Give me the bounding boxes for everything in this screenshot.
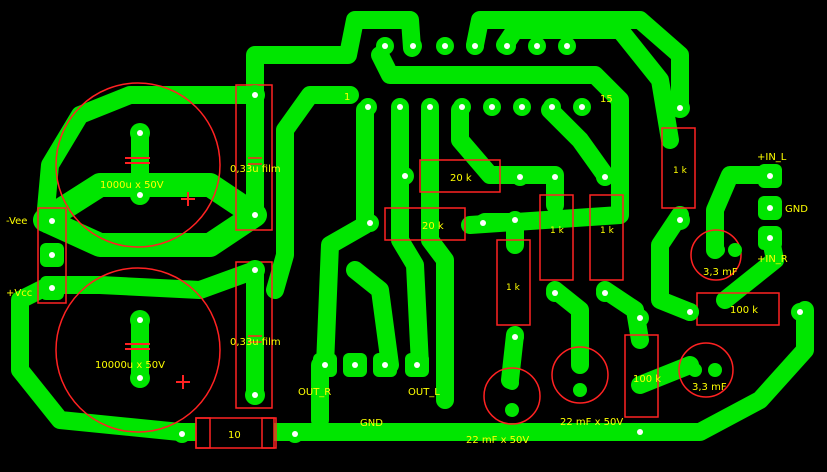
cap-outline — [55, 267, 221, 433]
label-r-1k-a: 1 k — [673, 166, 688, 176]
silkscreen-layer — [37, 82, 780, 449]
label-vee: -Vee — [6, 216, 27, 227]
label-r-1k-d: 1 k — [506, 283, 521, 293]
label-out-l: OUT_L — [408, 387, 440, 398]
label-r-100k-b: 100 k — [633, 374, 661, 385]
label-gnd-right: GND — [785, 204, 808, 215]
label-vcc: +Vcc — [6, 288, 32, 299]
cap-outline — [55, 82, 221, 248]
label-film-top: 0,33u film — [230, 164, 281, 175]
label-cap-top: 1000u x 50V — [100, 180, 164, 191]
label-pin15: 15 — [600, 94, 613, 105]
label-r-100k-a: 100 k — [730, 305, 758, 316]
label-cap-22-a: 22 mF x 50V — [466, 435, 529, 446]
label-in-r: +IN_R — [757, 254, 788, 265]
label-pin1: 1 — [344, 92, 350, 103]
label-r-1k-b: 1 k — [550, 226, 565, 236]
label-cap-22-b: 22 mF x 50V — [560, 417, 623, 428]
label-in-l: +IN_L — [757, 152, 787, 163]
label-r-20k-a: 20 k — [450, 173, 472, 184]
label-film-bottom: 0,33u film — [230, 337, 281, 348]
label-r-bottom: 10 — [228, 430, 241, 441]
labels-layer: -Vee +Vcc 1000u x 50V 10000u x 50V 0,33u… — [6, 92, 808, 446]
label-r-1k-c: 1 k — [600, 226, 615, 236]
label-cap-33-a: 3,3 mF — [703, 267, 738, 278]
pads-layer — [40, 37, 809, 443]
label-cap-33-b: 3,3 mF — [692, 382, 727, 393]
label-cap-bottom: 10000u x 50V — [95, 360, 165, 371]
label-r-20k-b: 20 k — [422, 221, 444, 232]
label-out-r: OUT_R — [298, 387, 331, 398]
label-gnd-bottom: GND — [360, 418, 383, 429]
